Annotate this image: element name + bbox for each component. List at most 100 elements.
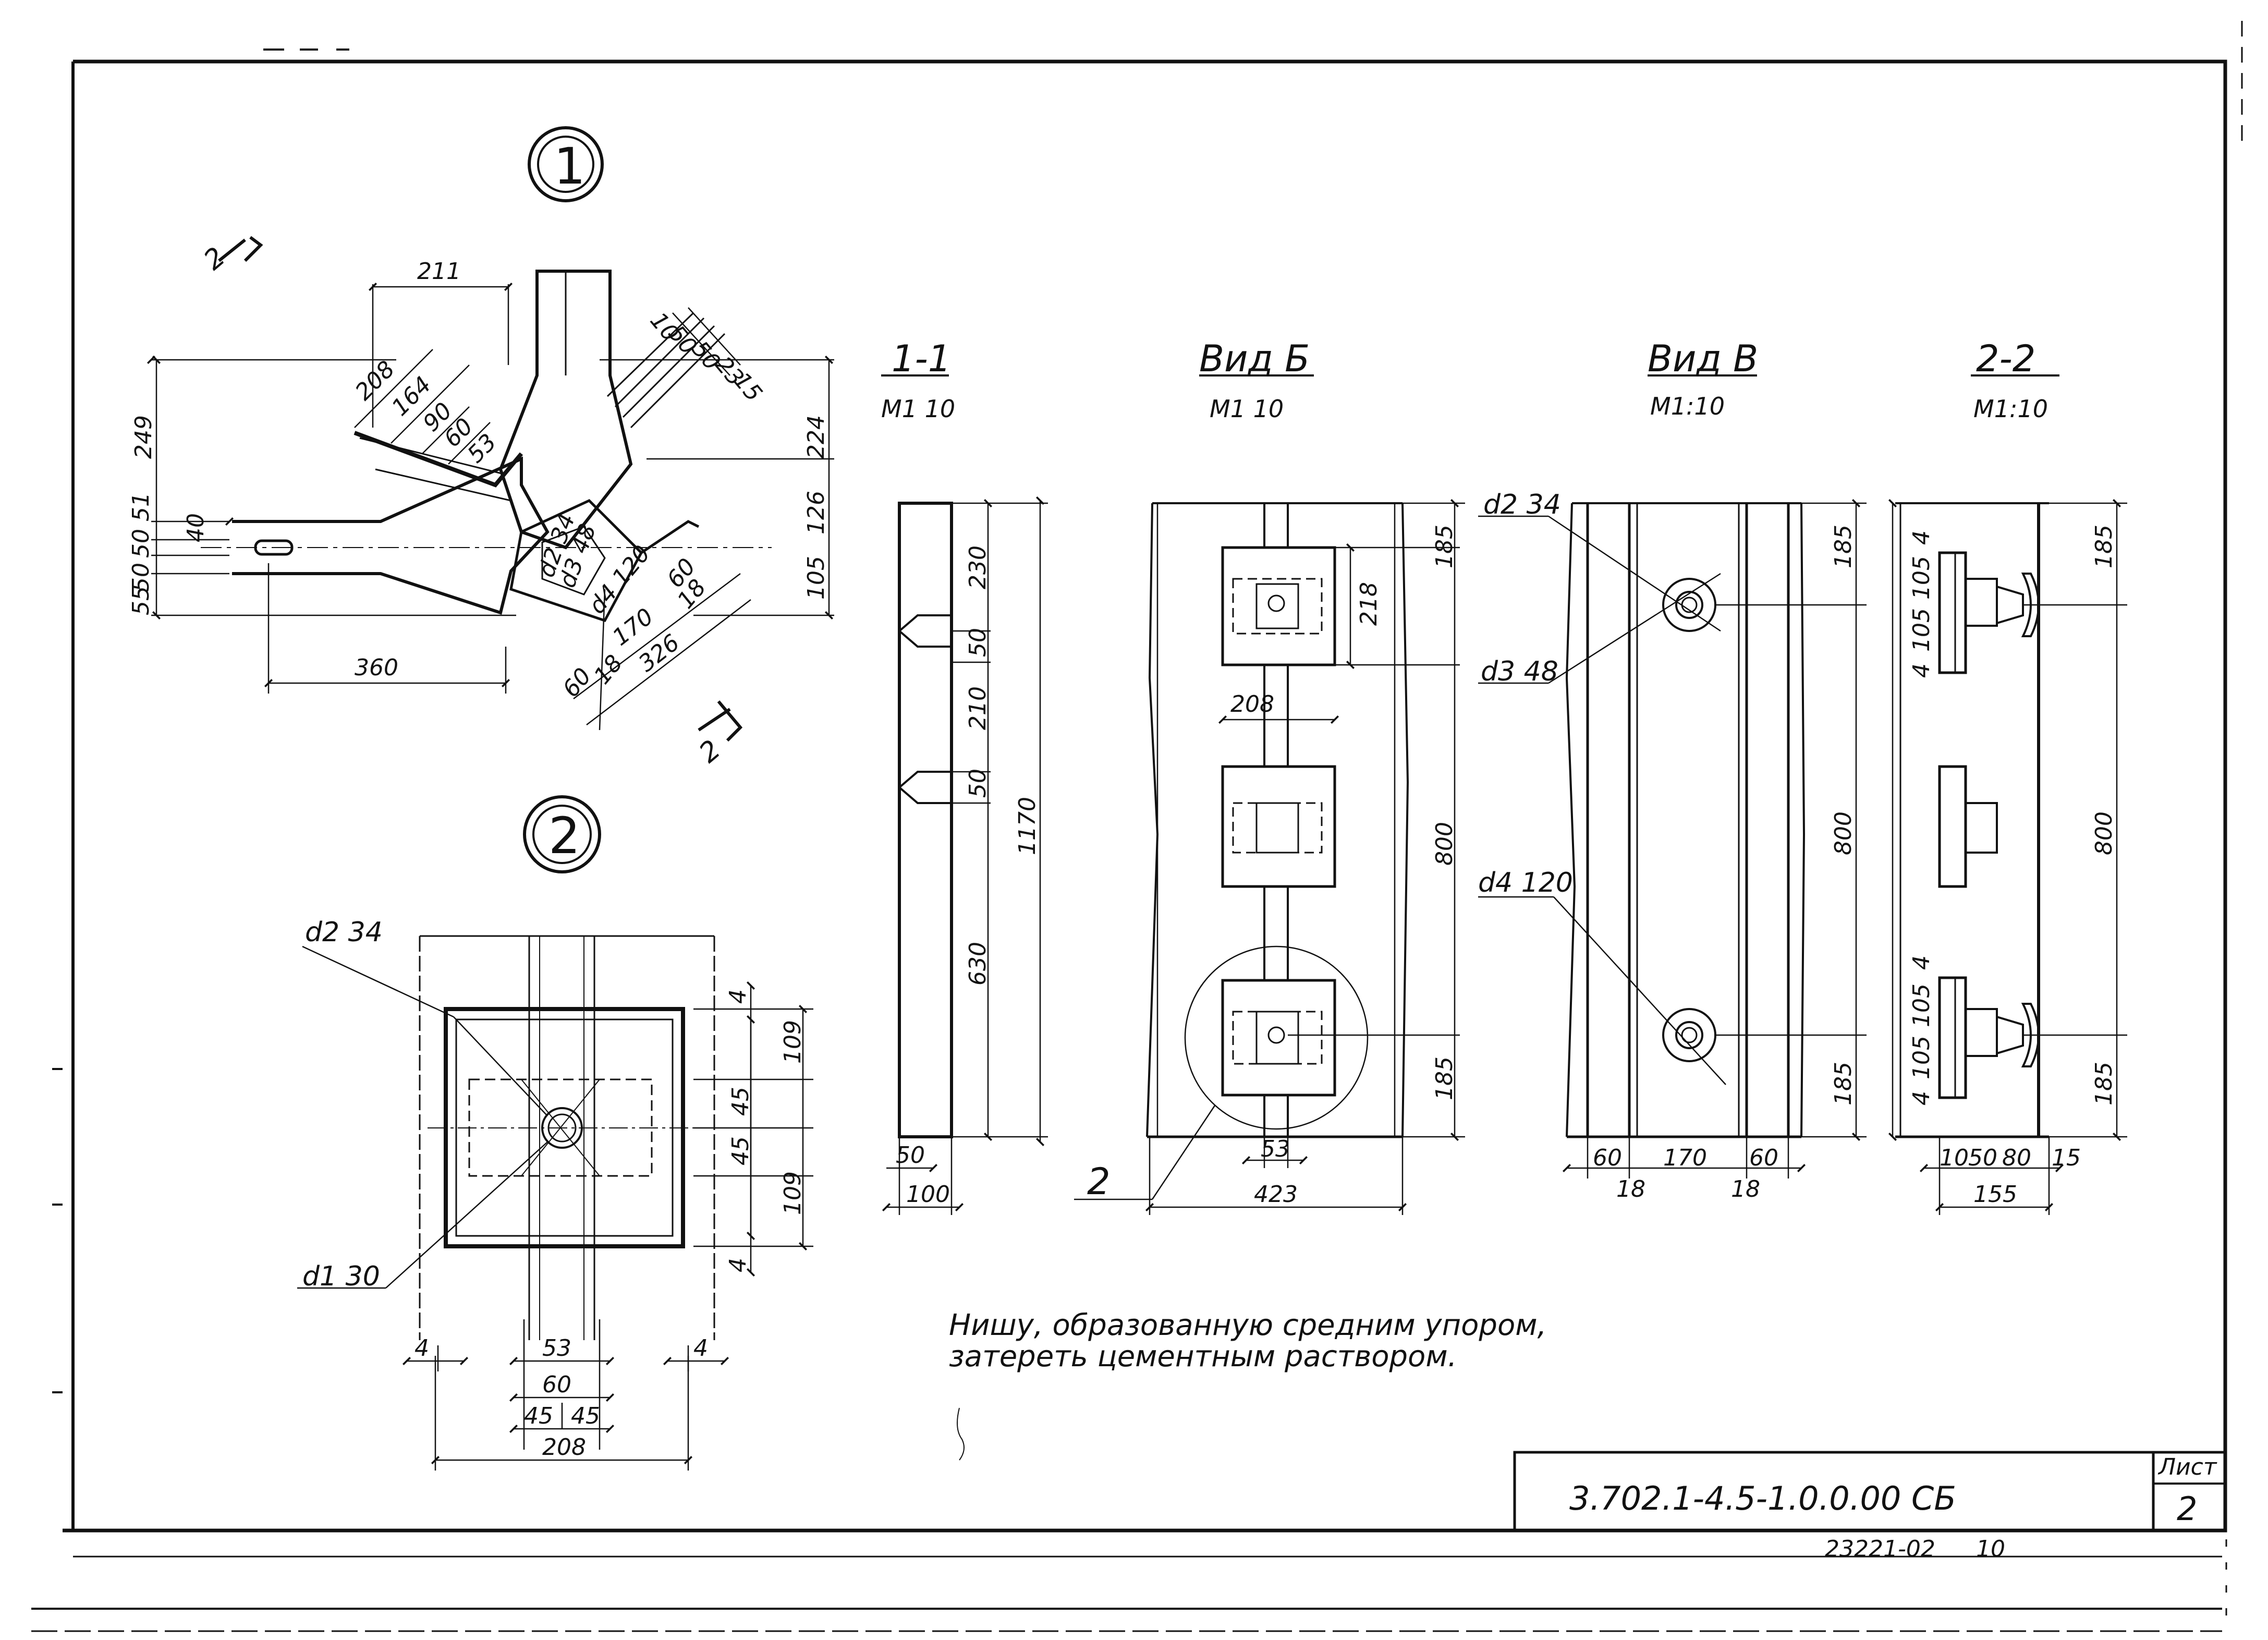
- node-2-drawing: [297, 795, 813, 1471]
- dim-105: 105: [803, 556, 830, 600]
- sheet-number: 2: [2177, 1490, 2197, 1528]
- view-b-detail-circle: [1184, 945, 1369, 1130]
- dim-60: 60: [542, 1371, 571, 1398]
- dim-18b: 18: [1731, 1176, 1760, 1202]
- view-v-drawing: [1478, 374, 1867, 1179]
- dim-4b: 4: [1908, 663, 1935, 678]
- dim-185a: 185: [1830, 525, 1857, 568]
- archive-number: 23221-02: [1825, 1536, 1935, 1562]
- dim-218: 218: [1356, 582, 1382, 626]
- view-b-callout-2: 2: [1087, 1160, 1111, 1203]
- section-2-2-drawing: [1888, 374, 2127, 1215]
- node-2-callout-number: 2: [548, 807, 580, 865]
- view-v-scale: М1:10: [1650, 392, 1725, 420]
- dim-50a: 50: [965, 628, 991, 657]
- dim-208: 208: [1230, 691, 1274, 718]
- node-1-callout-number: 1: [554, 137, 586, 196]
- archive-suffix: 10: [1976, 1536, 2005, 1562]
- note-line-2: затереть цементным раствором.: [949, 1340, 1457, 1374]
- dim-15: 15: [2052, 1145, 2081, 1171]
- dim-50c: 50: [896, 1142, 925, 1169]
- dim-1170: 1170: [1014, 797, 1041, 855]
- section-mark-2a: 2: [198, 241, 231, 276]
- dim-630: 630: [965, 942, 991, 986]
- node-2-d1-label: d1 30: [302, 1261, 380, 1292]
- dim-10: 10: [1940, 1145, 1969, 1171]
- dim-185b: 185: [2091, 1062, 2117, 1106]
- dim-80: 80: [2002, 1145, 2031, 1171]
- dim-50b: 50: [128, 563, 154, 592]
- dim-100: 100: [906, 1181, 950, 1208]
- node-2-callout-circle: [523, 795, 601, 873]
- title-block-text: 3.702.1-4.5-1.0.0.00 СБ Лист 2 23221-02 …: [1569, 1454, 2217, 1562]
- section-1-1-labels: 1-1 М1 10 230 50 210 50 630 1170 50 100: [881, 337, 1041, 1208]
- view-b-scale: М1 10: [1210, 395, 1284, 423]
- dim-800: 800: [2091, 811, 2117, 855]
- view-v-d2-label: d2 34: [1483, 489, 1561, 520]
- dim-4d: 4: [1908, 1091, 1935, 1106]
- dim-126: 126: [803, 491, 830, 534]
- dim-211: 211: [417, 258, 461, 285]
- dim-4c: 4: [414, 1335, 429, 1362]
- dim-105a: 105: [1908, 556, 1935, 600]
- dim-185a: 185: [2091, 525, 2117, 568]
- view-b-labels: Вид Б М1 10 2 185 218 208 800 185 53 423: [1087, 337, 1458, 1208]
- dim-55: 55: [128, 586, 154, 615]
- dim-4b: 4: [725, 1258, 751, 1272]
- dim-105d: 105: [1908, 1036, 1935, 1079]
- dim-208: 208: [542, 1434, 586, 1461]
- dim-360: 360: [355, 654, 398, 681]
- dim-230: 230: [965, 545, 991, 589]
- node-2-labels: 2 d2 34 d1 30 4 109 45 45 109 4 4 4 53 6…: [302, 807, 806, 1461]
- dim-50: 50: [1968, 1145, 1997, 1171]
- stamp-code: 3.702.1-4.5-1.0.0.00 СБ: [1569, 1479, 1956, 1517]
- dim-45b: 45: [727, 1136, 754, 1165]
- view-v-title: Вид В: [1648, 337, 1758, 380]
- dim-185b: 185: [1830, 1062, 1857, 1106]
- dim-185a: 185: [1431, 525, 1458, 568]
- dim-4a: 4: [725, 989, 751, 1004]
- dim-224: 224: [803, 415, 830, 459]
- dim-60a: 60: [1593, 1145, 1622, 1171]
- dim-4c: 4: [1908, 955, 1935, 970]
- node-1-drawing: [147, 126, 834, 742]
- dim-800: 800: [1830, 811, 1857, 855]
- dim-210: 210: [965, 686, 991, 730]
- section-1-1-title: 1-1: [892, 337, 951, 380]
- view-b-title: Вид Б: [1199, 337, 1310, 380]
- dim-109a: 109: [779, 1020, 806, 1064]
- note-line-1: Нишу, образованную средним упором,: [949, 1308, 1546, 1342]
- dim-4d: 4: [693, 1335, 708, 1362]
- dim-249: 249: [130, 415, 157, 459]
- dim-105b: 105: [1908, 608, 1935, 652]
- view-v-d3-label: d3 48: [1481, 656, 1558, 687]
- dim-800: 800: [1431, 822, 1458, 866]
- node-2-d2-label: d2 34: [305, 917, 383, 948]
- dim-170: 170: [1663, 1145, 1707, 1171]
- dim-45d: 45: [571, 1403, 600, 1429]
- view-v-labels: Вид В М1:10 d2 34 d3 48 d4 120 185 800 1…: [1478, 337, 1857, 1202]
- node-1-callout-circle: [528, 126, 604, 202]
- section-1-1-scale: М1 10: [881, 395, 955, 423]
- dim-155: 155: [1973, 1181, 2017, 1208]
- dim-50b: 50: [965, 769, 991, 798]
- title-block: [1513, 1451, 2227, 1532]
- dim-51: 51: [128, 492, 154, 521]
- general-note: Нишу, образованную средним упором, затер…: [949, 1308, 1546, 1461]
- dim-105c: 105: [1908, 983, 1935, 1027]
- dim-60c: 60: [557, 663, 596, 702]
- section-mark-2b: 2: [693, 734, 727, 769]
- section-2-2-scale: М1:10: [1973, 395, 2048, 423]
- dim-53: 53: [1261, 1136, 1290, 1162]
- dim-185b: 185: [1431, 1056, 1458, 1100]
- sheet-label: Лист: [2157, 1454, 2217, 1480]
- view-v-d4-label: d4 120: [1478, 867, 1573, 898]
- dim-40: 40: [182, 513, 209, 542]
- sheet-frame: [31, 21, 2243, 1632]
- dim-109b: 109: [779, 1171, 806, 1215]
- dim-60b: 60: [1749, 1145, 1778, 1171]
- dim-53: 53: [542, 1335, 571, 1362]
- dim-18a: 18: [1616, 1176, 1645, 1202]
- dim-45c: 45: [524, 1403, 553, 1429]
